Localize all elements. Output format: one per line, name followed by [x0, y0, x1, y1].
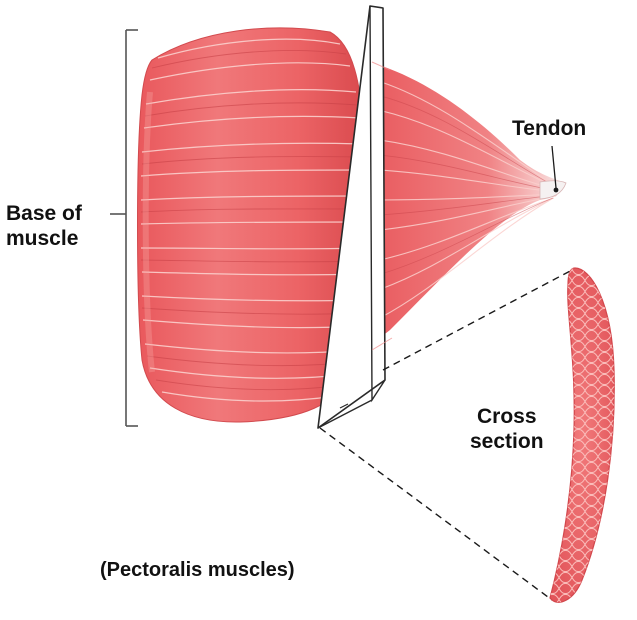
base-label-line1: Base of: [6, 202, 82, 225]
tendon-leader: [551, 145, 557, 189]
figure-caption: (Pectoralis muscles): [100, 559, 295, 581]
cross-section-label: Cross section: [470, 404, 544, 454]
tendon-label: Tendon: [512, 117, 587, 140]
base-bracket: [110, 29, 138, 427]
projection-lines: [319, 269, 573, 601]
cross-label-line1: Cross: [477, 405, 537, 428]
base-of-muscle-label: Base of muscle: [6, 201, 82, 251]
section-plane: [317, 5, 393, 429]
tendon-tip: [539, 180, 567, 200]
tendon-leader-dot: [553, 187, 559, 193]
cross-section: [549, 267, 615, 603]
muscle-belly: [137, 27, 367, 423]
cross-label-line2: section: [470, 430, 544, 453]
base-label-line2: muscle: [6, 227, 79, 250]
muscle-taper: [370, 62, 567, 346]
